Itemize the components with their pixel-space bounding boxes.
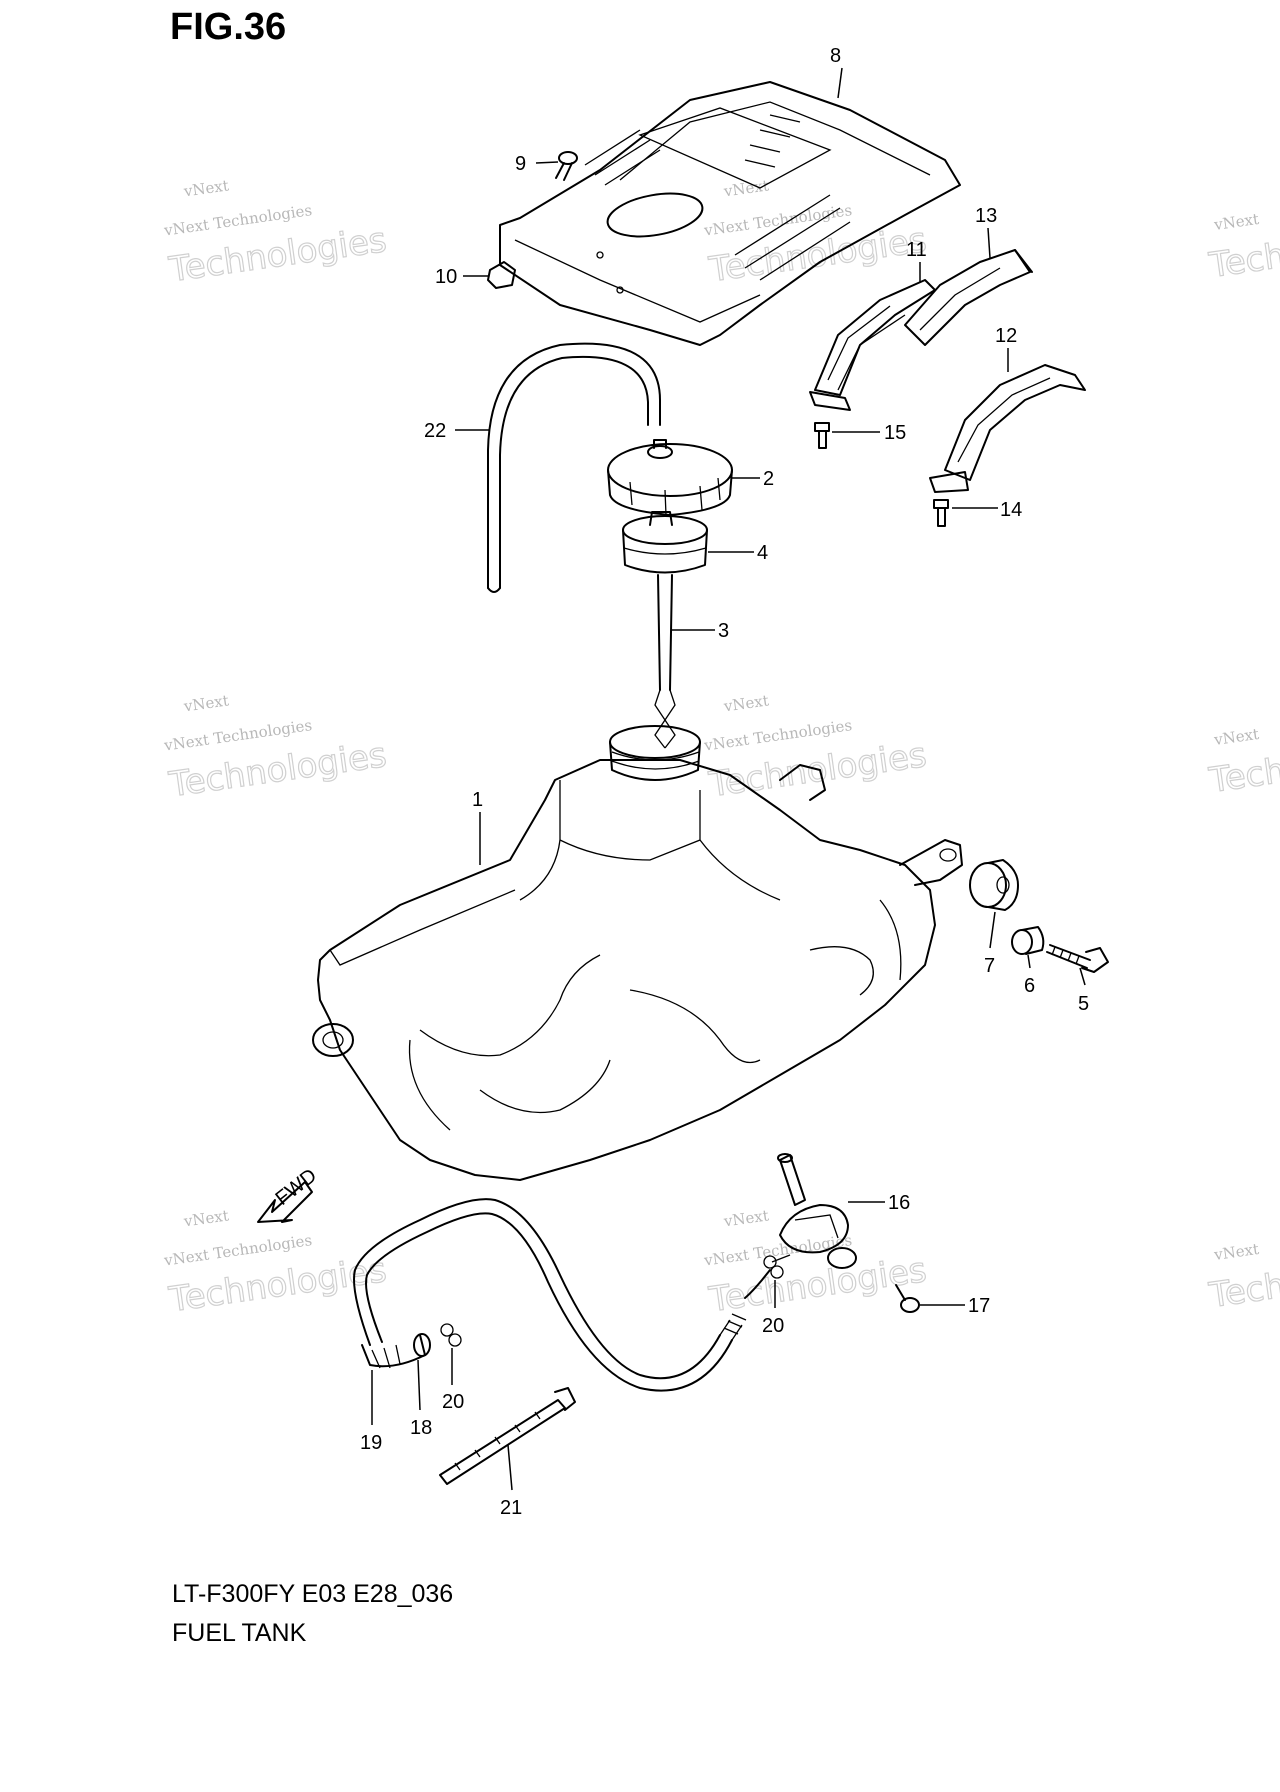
part-17-screw (895, 1284, 920, 1313)
figure-name: FUEL TANK (172, 1619, 307, 1647)
part-2-fuel-cap (607, 439, 733, 516)
callout-6: 6 (1024, 975, 1035, 997)
part-11-band (809, 279, 936, 411)
callout-20-left: 20 (442, 1391, 464, 1413)
part-19-fuel-hose (353, 1198, 747, 1392)
callout-9: 9 (515, 153, 526, 175)
callout-21: 21 (500, 1497, 522, 1519)
part-16-fuel-valve (744, 1153, 857, 1299)
callout-8: 8 (830, 45, 841, 67)
part-20-clip-left (440, 1323, 462, 1347)
watermark-edge: vNext (1212, 725, 1260, 749)
part-6-collar (1011, 926, 1045, 955)
callout-10: 10 (435, 266, 457, 288)
part-20-clip-right (763, 1255, 784, 1279)
watermark-arc: vNext (182, 1206, 230, 1230)
part-5-bolt (1046, 944, 1109, 973)
fwd-direction-arrow: FWD (257, 1165, 321, 1223)
part-3-level-gauge (654, 574, 676, 749)
watermark-group: vNext vNext Technologies Technologies vN… (162, 176, 1280, 1320)
part-14-bolt (933, 499, 949, 527)
watermark-arc: vNext (722, 176, 770, 200)
callout-18: 18 (410, 1417, 432, 1439)
callout-7: 7 (984, 955, 995, 977)
figure-model-code: LT-F300FY E03 E28_036 (172, 1580, 454, 1608)
callout-13: 13 (975, 205, 997, 227)
watermark-arc: vNext (722, 1206, 770, 1230)
part-8-tank-cover (499, 81, 961, 346)
callout-5: 5 (1078, 993, 1089, 1015)
callout-19: 19 (360, 1432, 382, 1454)
callout-22: 22 (424, 420, 446, 442)
watermark-edge: vNext (1212, 1240, 1260, 1264)
watermark-edge-outline: Techno (1206, 745, 1280, 801)
leader-lines (371, 67, 1086, 1491)
watermark-arc: vNext (722, 691, 770, 715)
callout-16: 16 (888, 1192, 910, 1214)
part-1-fuel-tank (312, 725, 963, 1181)
callout-4: 4 (757, 542, 768, 564)
callout-17: 17 (968, 1295, 990, 1317)
part-13-band (904, 249, 1033, 346)
watermark-arc: vNext (182, 176, 230, 200)
part-22-breather-hose (487, 342, 661, 593)
part-12-band (929, 364, 1086, 493)
watermark-edge-outline: Techno (1206, 230, 1280, 286)
callout-14: 14 (1000, 499, 1022, 521)
callout-2: 2 (763, 468, 774, 490)
callout-11: 11 (906, 239, 927, 261)
part-4-gasket (622, 511, 708, 574)
figure-title: FIG.36 (170, 6, 287, 48)
watermark-edge-outline: Techno (1206, 1260, 1280, 1316)
part-15-bolt (814, 422, 830, 449)
watermark-edge: vNext (1212, 210, 1260, 234)
fwd-label: FWD (272, 1165, 321, 1210)
callout-numbers: 8 9 10 11 13 12 15 14 22 2 4 3 1 7 6 5 1… (360, 45, 1089, 1519)
callout-20-right: 20 (762, 1315, 784, 1337)
callout-3: 3 (718, 620, 729, 642)
part-21-cable-tie (439, 1387, 576, 1485)
callout-1: 1 (472, 789, 483, 811)
callout-15: 15 (884, 422, 906, 444)
callout-12: 12 (995, 325, 1017, 347)
watermark-arc: vNext (182, 691, 230, 715)
part-10-nut (487, 261, 516, 289)
part-7-cushion (969, 859, 1019, 911)
part-18-hose-elbow (361, 1333, 431, 1369)
part-9-screw (555, 151, 578, 181)
